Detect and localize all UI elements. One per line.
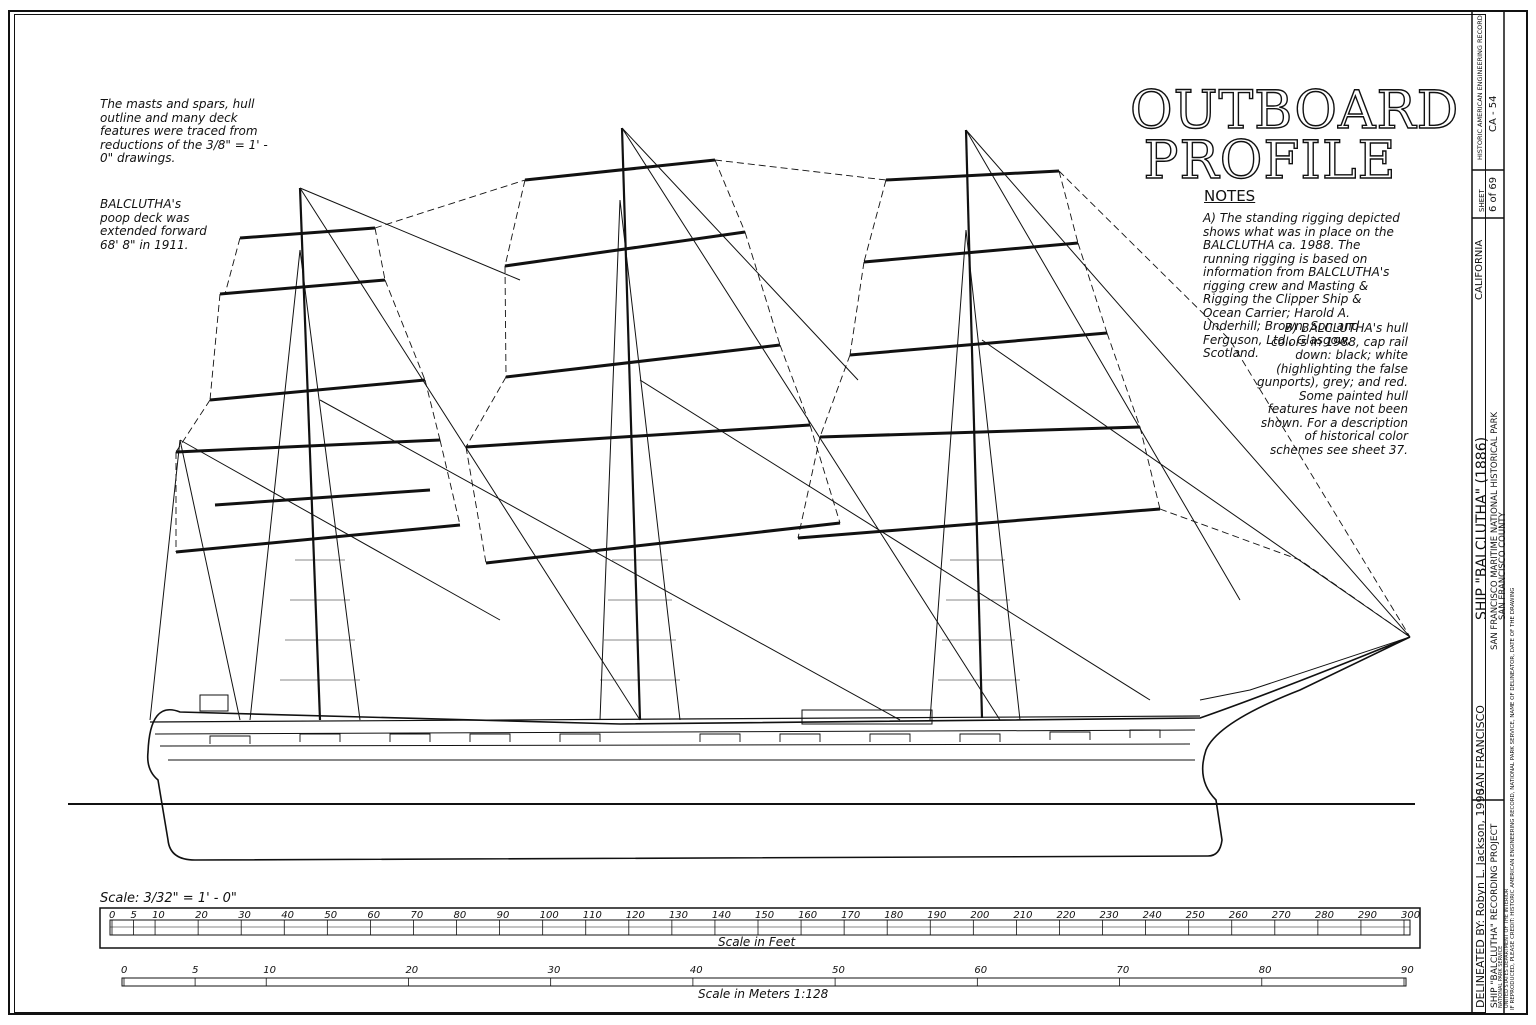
feet-tick-label: 90 xyxy=(497,910,510,921)
record-name: HISTORIC AMERICAN ENGINEERING RECORD xyxy=(1476,15,1484,160)
hull-outline xyxy=(146,636,1411,861)
feet-tick-label: 60 xyxy=(367,910,380,921)
note-b: B) BALCLUTHA's hull colors in 1988, cap … xyxy=(1256,321,1408,457)
feet-tick-label: 170 xyxy=(841,910,860,921)
feet-tick-label: 260 xyxy=(1229,910,1248,921)
ship-name: SHIP "BALCLUTHA" (1886) xyxy=(1474,436,1490,620)
feet-tick-label: 80 xyxy=(454,910,467,921)
drawing-sheet xyxy=(8,10,1528,1015)
meter-tick-label: 40 xyxy=(690,965,703,976)
feet-tick-label: 290 xyxy=(1358,910,1377,921)
state-name: CALIFORNIA xyxy=(1474,239,1485,300)
county-name: SAN FRANCISCO COUNTY xyxy=(1498,512,1508,620)
poop-deck-note: BALCLUTHA's poop deck was extended forwa… xyxy=(100,197,207,252)
feet-tick-label: 0 xyxy=(109,910,115,921)
meter-tick-label: 60 xyxy=(974,965,987,976)
feet-tick-label: 160 xyxy=(798,910,817,921)
meter-tick-label: 90 xyxy=(1401,965,1414,976)
feet-tick-label: 20 xyxy=(195,910,208,921)
meter-tick-label: 5 xyxy=(192,965,198,976)
scale-meters-frame xyxy=(121,977,1407,987)
feet-tick-label: 100 xyxy=(540,910,559,921)
meter-tick-label: 0 xyxy=(121,965,127,976)
sheet-label: SHEET xyxy=(1478,189,1486,212)
feet-tick-label: 240 xyxy=(1143,910,1162,921)
delineator: DELINEATED BY: Robyn L. Jackson, 1990 xyxy=(1474,788,1487,1008)
city: SAN FRANCISCO xyxy=(1474,705,1487,795)
drawing-border xyxy=(14,14,1486,1013)
meter-tick-label: 30 xyxy=(548,965,561,976)
feet-tick-label: 230 xyxy=(1100,910,1119,921)
meter-tick-label: 10 xyxy=(263,965,276,976)
feet-tick-label: 180 xyxy=(884,910,903,921)
note-a: A) The standing rigging depicted shows w… xyxy=(1203,211,1400,360)
feet-tick-label: 120 xyxy=(626,910,645,921)
record-id: CA - 54 xyxy=(1488,95,1499,132)
meter-tick-label: 20 xyxy=(405,965,418,976)
scale-label: Scale: 3/32" = 1' - 0" xyxy=(100,891,237,906)
scale-meters-caption: Scale in Meters 1:128 xyxy=(698,987,829,1001)
feet-tick-label: 250 xyxy=(1186,910,1205,921)
feet-tick-label: 50 xyxy=(324,910,337,921)
notes-heading: NOTES xyxy=(1204,187,1256,205)
title-line-2: PROFILE xyxy=(1143,131,1397,191)
meter-tick-label: 70 xyxy=(1117,965,1130,976)
feet-tick-label: 150 xyxy=(755,910,774,921)
feet-tick-label: 110 xyxy=(583,910,602,921)
meter-tick-label: 80 xyxy=(1259,965,1272,976)
feet-tick-label: 140 xyxy=(712,910,731,921)
credit-line: IF REPRODUCED, PLEASE CREDIT: HISTORIC A… xyxy=(1510,587,1516,1010)
feet-tick-label: 280 xyxy=(1315,910,1334,921)
drawing-title: OUTBOARD PROFILE xyxy=(1129,81,1460,191)
scale-feet-caption: Scale in Feet xyxy=(718,935,796,949)
feet-tick-label: 200 xyxy=(970,910,989,921)
feet-tick-label: 30 xyxy=(238,910,251,921)
feet-tick-label: 210 xyxy=(1013,910,1032,921)
main-mast xyxy=(620,127,642,721)
scale-feet-frame xyxy=(99,907,1421,949)
feet-tick-label: 130 xyxy=(669,910,688,921)
feet-tick-label: 70 xyxy=(410,910,423,921)
feet-tick-label: 40 xyxy=(281,910,294,921)
feet-tick-label: 10 xyxy=(152,910,165,921)
traced-note: The masts and spars, hull outline and ma… xyxy=(100,97,268,165)
feet-tick-label: 220 xyxy=(1056,910,1075,921)
feet-tick-label: 300 xyxy=(1401,910,1420,921)
title-line-1: OUTBOARD xyxy=(1129,81,1460,141)
deck-house xyxy=(801,709,933,725)
feet-tick-label: 190 xyxy=(927,910,946,921)
feet-tick-label: 270 xyxy=(1272,910,1291,921)
sheet-number: 6 of 69 xyxy=(1488,176,1499,212)
meter-tick-label: 50 xyxy=(832,965,845,976)
feet-tick-label: 5 xyxy=(131,910,137,921)
fore-mast xyxy=(964,129,984,719)
